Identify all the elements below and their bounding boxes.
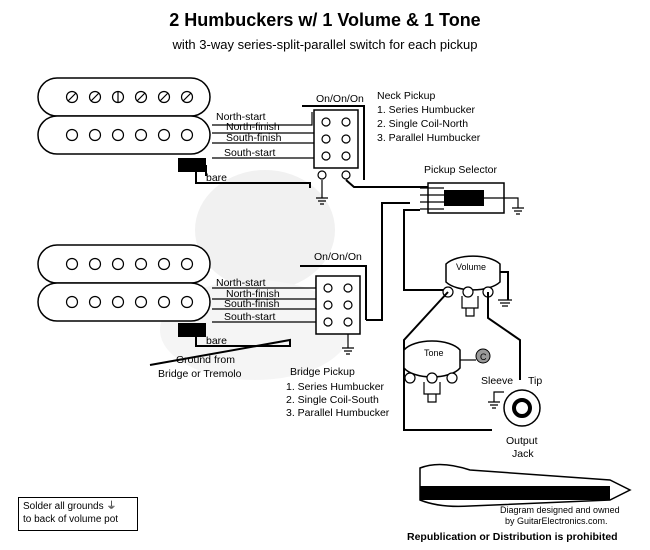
bridge-option-1: 1. Series Humbucker: [286, 381, 385, 393]
brand-logo: GuitarElectronics.com Diagram designed a…: [407, 463, 632, 543]
neck-polepieces-bottom: [65, 128, 194, 142]
bridge-wire-south-finish: South-finish: [224, 298, 280, 310]
pickup-selector: Pickup Selector: [366, 164, 524, 321]
ground-line-1: Ground from: [176, 354, 235, 366]
neck-option-1: 1. Series Humbucker: [377, 104, 476, 116]
neck-wire-north-finish: North-finish: [226, 121, 280, 133]
neck-switch: On/On/On: [302, 93, 428, 205]
bridge-switch-label: On/On/On: [314, 251, 362, 263]
brand-line-2: by GuitarElectronics.com.: [505, 516, 608, 526]
diagram-subtitle: with 3-way series-split-parallel switch …: [172, 37, 478, 52]
bridge-wire-north-finish: North-finish: [226, 288, 280, 300]
tone-pot: Tone C: [403, 292, 521, 403]
jack-tip-label: Tip: [528, 375, 542, 387]
bridge-option-2: 2. Single Coil-South: [286, 394, 379, 406]
bridge-ground: Ground from Bridge or Tremolo: [158, 354, 242, 380]
brand-line-1: Diagram designed and owned: [500, 505, 620, 515]
diagram-title: 2 Humbuckers w/ 1 Volume & 1 Tone: [169, 10, 480, 30]
bridge-wire-south-start: South-start: [224, 311, 275, 323]
tone-label: Tone: [424, 348, 444, 358]
jack-sleeve-label: Sleeve: [481, 375, 513, 387]
bridge-wire-labels: North-start North-finish South-finish So…: [206, 277, 280, 347]
neck-pickup-info: Neck Pickup 1. Series Humbucker 2. Singl…: [377, 90, 481, 144]
capacitor-label: C: [480, 352, 487, 362]
pickup-selector-label: Pickup Selector: [424, 164, 497, 176]
brand-line-3: Republication or Distribution is prohibi…: [407, 531, 618, 543]
bridge-wire-bare: bare: [206, 335, 227, 347]
bridge-pickup-info: Bridge Pickup 1. Series Humbucker 2. Sin…: [286, 366, 390, 419]
ground-line-2: Bridge or Tremolo: [158, 368, 242, 380]
volume-label: Volume: [456, 262, 486, 272]
bridge-polepieces-bottom: [65, 295, 194, 309]
jack-label-2: Jack: [512, 448, 534, 460]
bridge-wire-north-start: North-start: [216, 277, 266, 289]
solder-note: Solder all grounds ⏚ to back of volume p…: [18, 497, 138, 531]
neck-switch-label: On/On/On: [316, 93, 364, 105]
neck-wire-north-start: North-start: [216, 111, 266, 123]
bridge-switch: On/On/On: [300, 251, 367, 355]
neck-humbucker: [37, 77, 211, 172]
output-jack: Sleeve Tip Output Jack: [481, 375, 542, 460]
neck-wire-labels: North-start North-finish South-finish So…: [206, 111, 282, 184]
neck-option-3: 3. Parallel Humbucker: [377, 132, 481, 144]
solder-text-1: Solder all grounds: [23, 501, 104, 512]
neck-option-2: 2. Single Coil-North: [377, 118, 468, 130]
neck-heading: Neck Pickup: [377, 90, 436, 102]
bridge-heading: Bridge Pickup: [290, 366, 355, 378]
bridge-option-3: 3. Parallel Humbucker: [286, 407, 390, 419]
neck-wire-south-start: South-start: [224, 147, 275, 159]
jack-label-1: Output: [506, 435, 538, 447]
solder-line-2: to back of volume pot: [23, 514, 119, 525]
neck-wire-bare: bare: [206, 172, 227, 184]
brand-logo-text: GuitarElectronics.com: [425, 487, 553, 501]
bridge-polepieces-top: [65, 257, 194, 271]
bridge-humbucker: [37, 244, 211, 337]
ground-symbol-icon: ⏚: [106, 501, 117, 512]
neck-wire-south-finish: South-finish: [226, 132, 282, 144]
solder-line-1: Solder all grounds ⏚: [23, 500, 133, 513]
volume-pot: Volume: [403, 255, 512, 431]
neck-polepieces-top: [65, 90, 194, 104]
